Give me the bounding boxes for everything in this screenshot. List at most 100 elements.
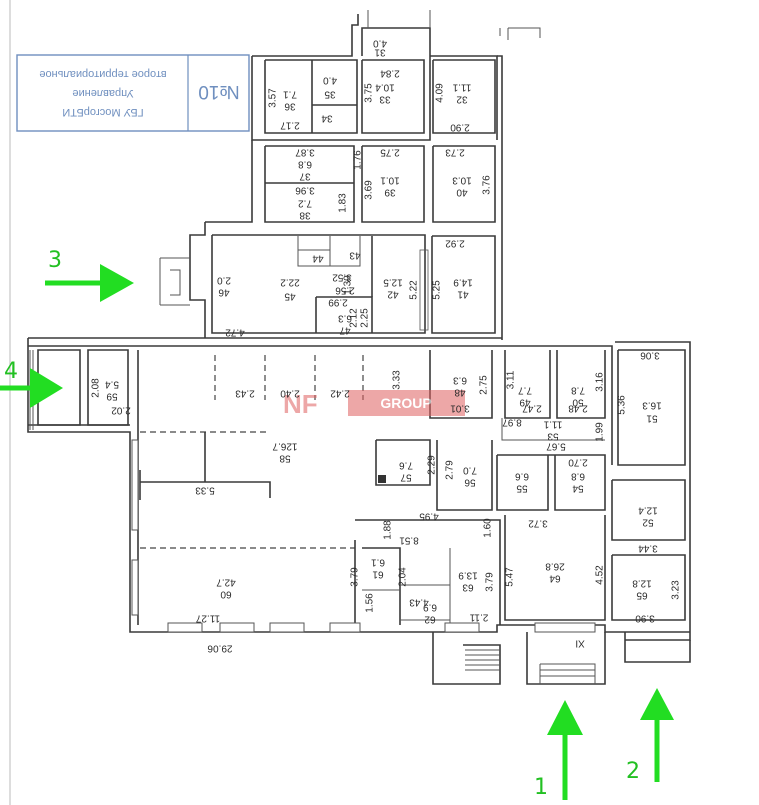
plan-label: 2.73 — [445, 146, 465, 157]
plan-label: 126.7 — [272, 440, 297, 451]
plan-label: 7.2 — [298, 197, 312, 208]
plan-label: 2.0 — [217, 274, 231, 285]
plan-label: 37 — [299, 170, 311, 181]
plan-label: 2.56 — [335, 284, 355, 295]
plan-label: 63 — [462, 581, 474, 592]
plan-label: 60 — [220, 588, 232, 599]
plan-label: 58 — [279, 452, 291, 463]
plan-label: XI — [575, 637, 584, 648]
stamp-number: №10 — [198, 81, 240, 102]
plan-label: 3.75 — [364, 83, 375, 103]
entrance-number-4: 4 — [4, 359, 18, 384]
plan-label: 12.8 — [632, 577, 652, 588]
walls — [27, 10, 691, 685]
plan-label: 2.99 — [328, 296, 348, 307]
plan-label: 2.47 — [522, 402, 542, 413]
plan-label: 2.75 — [380, 146, 400, 157]
plan-label: 46 — [218, 286, 230, 297]
plan-label: 4.72 — [225, 326, 245, 337]
plan-label: 2.48 — [568, 402, 588, 413]
plan-label: 2.92 — [445, 237, 465, 248]
plan-label: 2.75 — [479, 375, 490, 395]
plan-label: 7.8 — [571, 384, 585, 395]
plan-label: 6.6 — [515, 470, 529, 481]
plan-label: 59 — [106, 390, 118, 401]
plan-label: 2.25 — [360, 308, 371, 328]
plan-label: 6.1 — [371, 556, 385, 567]
plan-label: 5.25 — [432, 280, 443, 300]
plan-label: 2.02 — [111, 404, 131, 415]
plan-label: 3.44 — [638, 542, 658, 553]
plan-label: 33 — [379, 93, 391, 104]
plan-label: 7.0 — [463, 464, 477, 475]
plan-label: 1.88 — [383, 520, 394, 540]
plan-label: 61 — [372, 568, 384, 579]
plan-label: 1.83 — [338, 193, 349, 213]
plan-label: 1.99 — [595, 422, 606, 442]
plan-label: 11.1 — [452, 81, 471, 92]
plan-label: 62 — [424, 613, 436, 624]
plan-label: 8.51 — [399, 534, 419, 545]
plan-label: 64 — [549, 572, 561, 583]
plan-label: 3.72 — [528, 517, 548, 528]
plan-label: 31 — [374, 46, 386, 57]
plan-label: 1.30 — [343, 275, 354, 295]
plan-label: 50 — [572, 396, 584, 407]
plan-label: 5.4 — [105, 378, 119, 389]
plan-label: 4.43 — [409, 596, 429, 607]
plan-label: 22.2 — [280, 276, 300, 287]
plan-label: 3.52 — [332, 271, 352, 282]
plan-label: 11.27 — [195, 612, 220, 623]
plan-label: 10.1 — [380, 174, 400, 185]
plan-label: 3.16 — [595, 372, 606, 392]
plan-label: 2.42 — [330, 387, 350, 398]
plan-label: 3.23 — [671, 580, 682, 600]
plan-label: 12.5 — [383, 276, 403, 287]
plan-label: 49 — [519, 396, 531, 407]
plan-label: 2.08 — [91, 378, 102, 398]
plan-label: 6.3 — [453, 374, 467, 385]
stamp-line-2: Управление — [72, 87, 133, 99]
plan-label: 3.90 — [635, 612, 655, 623]
plan-label: 39 — [384, 186, 396, 197]
plan-label: 16.3 — [642, 399, 662, 410]
plan-label: 13.9 — [458, 569, 478, 580]
plan-label: 6.9 — [423, 601, 437, 612]
plan-label: 7.6 — [399, 459, 413, 470]
plan-label: 47 — [339, 324, 351, 335]
plan-label: 7.1 — [283, 88, 297, 99]
plan-label: 2.29 — [427, 455, 438, 475]
plan-label: 35 — [324, 88, 336, 99]
plan-label: 55 — [516, 482, 528, 493]
plan-label: 26.8 — [545, 560, 565, 571]
plan-label: 34 — [321, 112, 333, 123]
entrance-number-2: 2 — [626, 759, 640, 784]
plan-label: 52 — [642, 516, 654, 527]
watermark-brand: NF — [283, 389, 318, 419]
plan-label: 4.0 — [323, 74, 337, 85]
plan-label: 2.11 — [469, 611, 488, 622]
entrance-arrows: 3 4 1 2 — [0, 248, 674, 800]
plan-label: 3.11 — [506, 370, 517, 389]
plan-label: 48 — [454, 386, 466, 397]
entrance-number-3: 3 — [48, 248, 62, 273]
plan-label: 5.22 — [409, 280, 420, 300]
arrow-1 — [547, 700, 583, 800]
plan-label: 36 — [284, 100, 296, 111]
plan-label: 1.76 — [353, 150, 364, 170]
plan-label: 8.97 — [502, 416, 522, 427]
arrow-3 — [45, 264, 134, 302]
plan-label: 10.4 — [375, 81, 395, 92]
plan-label: 2.12 — [349, 308, 360, 328]
plan-label: 14.9 — [453, 276, 473, 287]
plan-label: 3.79 — [485, 572, 496, 592]
plan-label: 3.33 — [392, 370, 403, 390]
plan-label: 53 — [547, 430, 559, 441]
plan-label: 6.3 — [338, 312, 352, 323]
plan-label: 12.4 — [638, 504, 658, 515]
plan-label: 3.87 — [295, 146, 315, 157]
plan-label: 42 — [387, 288, 399, 299]
plan-label: 65 — [636, 589, 648, 600]
